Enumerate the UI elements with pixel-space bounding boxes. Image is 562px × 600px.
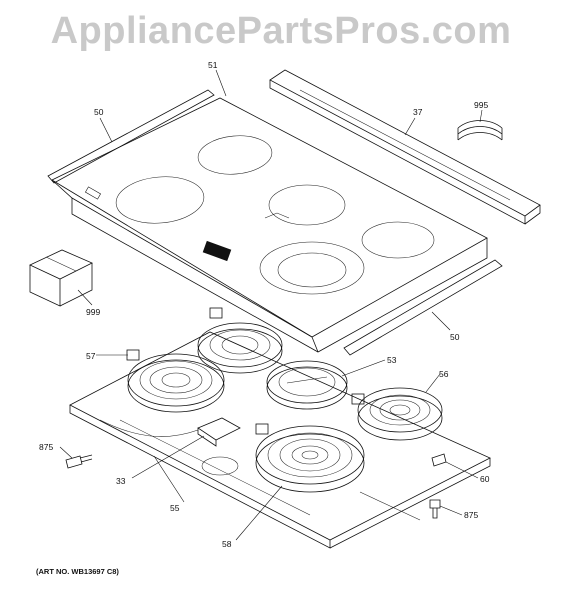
large-radiant-element-part (255, 423, 365, 493)
trim-strip-top-part (47, 89, 215, 184)
callout-58: 58 (222, 539, 232, 549)
limiter-switch-part (99, 417, 241, 447)
rear-vent-trim-part (269, 69, 541, 225)
glass-cooktop-part (51, 97, 488, 353)
callout-875-right: 875 (464, 510, 478, 520)
clip-part (431, 453, 447, 467)
trim-strip-right-part (343, 259, 503, 356)
watermark-text: AppliancePartsPros.com (50, 10, 512, 52)
callout-50-top: 50 (94, 107, 104, 117)
callout-60: 60 (480, 474, 490, 484)
callout-37: 37 (413, 107, 423, 117)
screw-right-part (429, 499, 441, 519)
wire-harness-part (457, 120, 503, 141)
callout-53: 53 (387, 355, 397, 365)
warming-element-part (266, 360, 348, 410)
callout-995: 995 (474, 100, 488, 110)
callout-999: 999 (86, 307, 100, 317)
callout-55: 55 (170, 503, 180, 513)
callout-51: 51 (208, 60, 218, 70)
installation-box-part (29, 249, 93, 307)
screw-left-part (65, 454, 93, 469)
callout-875-left: 875 (39, 442, 53, 452)
callout-56: 56 (439, 369, 449, 379)
leader-lines (59, 69, 483, 541)
callout-33: 33 (116, 476, 126, 486)
art-number: (ART NO. WB13697 C8) (36, 567, 119, 576)
callout-57: 57 (86, 351, 96, 361)
callout-50-right: 50 (450, 332, 460, 342)
dual-radiant-element-part (126, 307, 283, 413)
callout-labels: 51 50 37 995 999 50 57 53 56 875 33 55 5… (39, 60, 490, 549)
small-radiant-element-part (351, 387, 443, 441)
burner-box-pan-part (69, 331, 491, 549)
